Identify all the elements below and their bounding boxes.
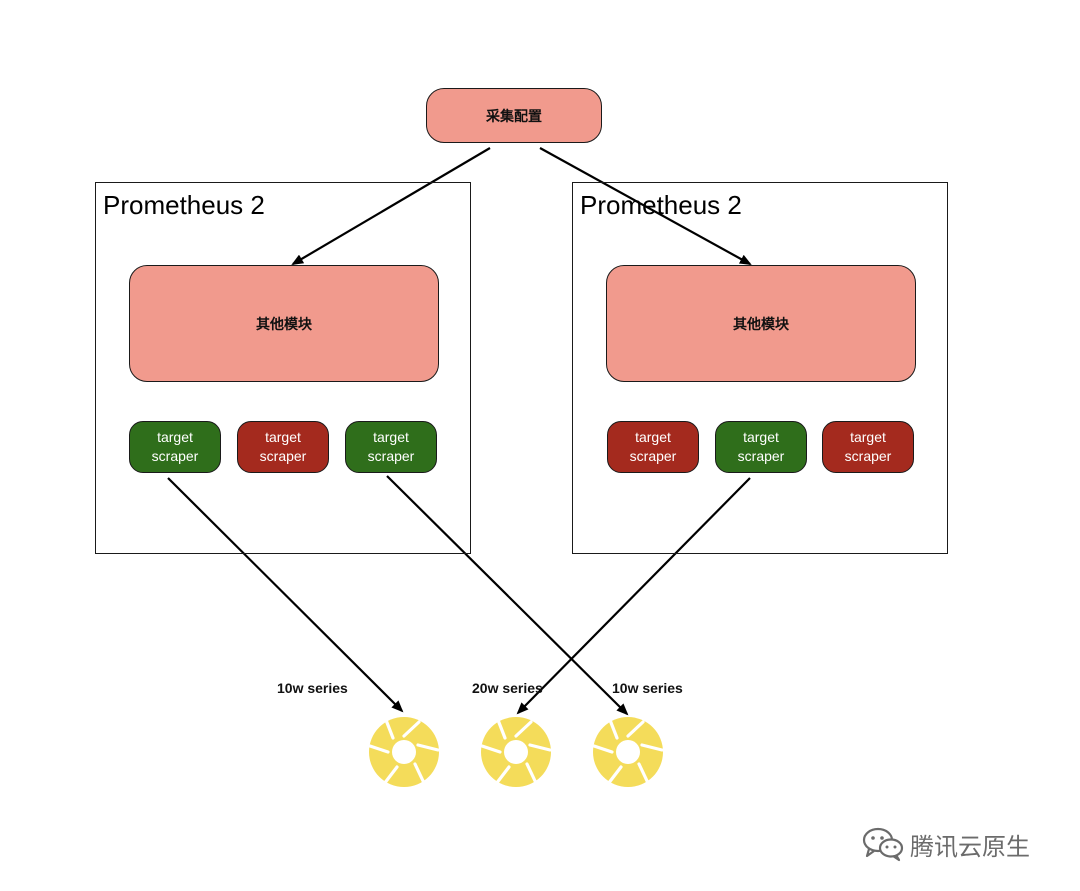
module-label: 其他模块 [733,316,789,333]
scraper-label-line1: target [157,429,193,445]
prometheus-title: Prometheus 2 [103,190,265,220]
aperture-icon [592,717,664,787]
series-label: 10w series [612,680,683,696]
series-label: 10w series [277,680,348,696]
target-scraper-active: target scraper [715,421,807,473]
scraper-label-line1: target [743,429,779,445]
prometheus-container-left [95,182,471,554]
other-modules-node: 其他模块 [606,265,916,382]
scraper-label-line1: target [850,429,886,445]
scraper-label-line1: target [265,429,301,445]
target-scraper-inactive: target scraper [607,421,699,473]
scraper-label-line1: target [635,429,671,445]
target-scraper-active: target scraper [129,421,221,473]
prometheus-title: Prometheus 2 [580,190,742,220]
scraper-label-line2: scraper [151,448,199,464]
aperture-icon [368,717,440,787]
config-node: 采集配置 [426,88,602,143]
scraper-label-line2: scraper [367,448,415,464]
target-scraper-inactive: target scraper [822,421,914,473]
scraper-label-line2: scraper [737,448,785,464]
wechat-icon [862,827,904,862]
module-label: 其他模块 [256,316,312,333]
scraper-label-line2: scraper [259,448,307,464]
scraper-label-line2: scraper [629,448,677,464]
target-scraper-inactive: target scraper [237,421,329,473]
config-label: 采集配置 [486,108,542,125]
aperture-icon [480,717,552,787]
series-label: 20w series [472,680,543,696]
scraper-label-line1: target [373,429,409,445]
scraper-label-line2: scraper [844,448,892,464]
watermark-text: 腾讯云原生 [910,832,1030,861]
prometheus-container-right [572,182,948,554]
target-scraper-active: target scraper [345,421,437,473]
other-modules-node: 其他模块 [129,265,439,382]
watermark: 腾讯云原生 [862,826,1030,862]
